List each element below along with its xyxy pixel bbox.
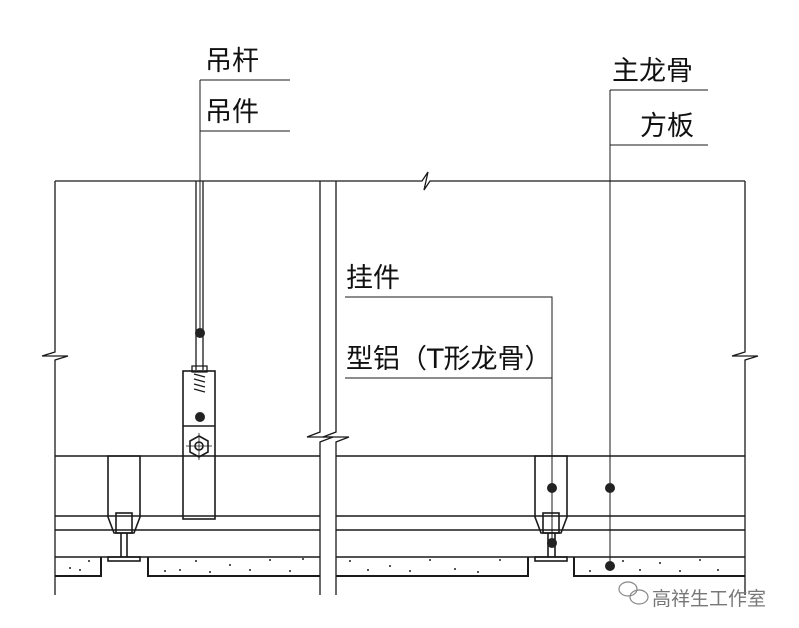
label-square-panel: 方板 bbox=[640, 111, 694, 142]
panel-speckle bbox=[69, 558, 719, 573]
label-t-profile: 型铝（T形龙骨） bbox=[346, 344, 552, 375]
left-clip-bracket bbox=[107, 455, 141, 562]
section-break-line bbox=[322, 181, 350, 595]
label-clip: 挂件 bbox=[346, 263, 400, 294]
label-main-keel: 主龙骨 bbox=[612, 56, 693, 87]
wechat-icon bbox=[618, 581, 649, 605]
hanger-rod bbox=[191, 181, 208, 393]
square-panels bbox=[55, 557, 745, 577]
watermark: 高祥生工作室 bbox=[652, 588, 767, 610]
hanger-fitting bbox=[182, 370, 216, 520]
right-clip-bracket bbox=[534, 455, 568, 562]
top-boundary-line bbox=[55, 171, 745, 191]
leader-dots bbox=[195, 328, 615, 571]
label-hanger-rod: 吊杆 bbox=[205, 46, 259, 77]
label-hanger-fitting: 吊件 bbox=[205, 97, 259, 128]
section-break-line bbox=[306, 181, 334, 595]
left-boundary-line bbox=[41, 181, 69, 595]
main-keel-lines bbox=[55, 455, 745, 558]
leader-lines bbox=[199, 79, 708, 566]
right-boundary-line bbox=[731, 181, 759, 595]
